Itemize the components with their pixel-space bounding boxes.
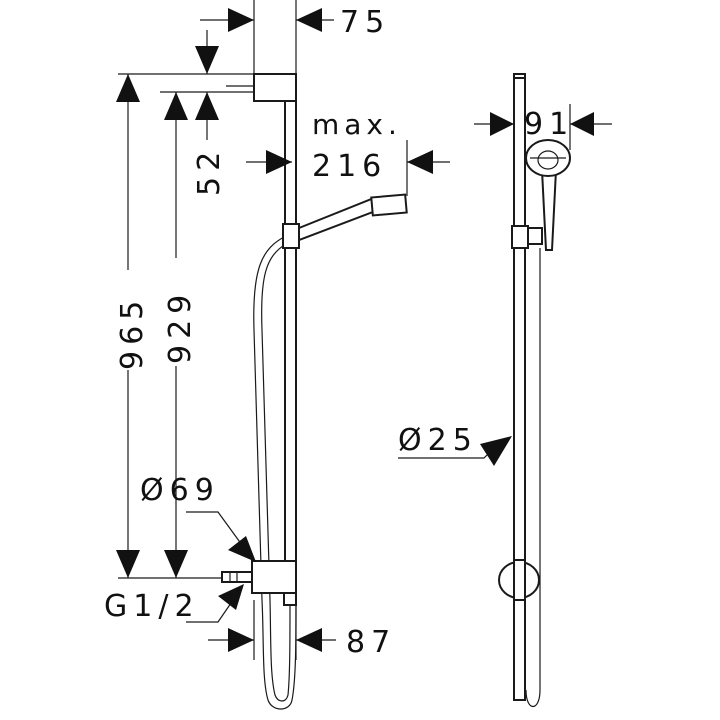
arrow [296,628,322,652]
arrow [116,550,140,578]
arrow [480,436,512,466]
rail-over-connector [513,559,526,601]
arrow [228,536,256,562]
hose-side [525,248,541,708]
slide-rail [284,99,297,601]
arrow [195,46,219,74]
arrow [195,92,219,120]
shower-head-face [537,150,559,170]
label-965: 965 [115,295,150,370]
shower-arm [298,196,380,242]
label-25: Ø25 [398,423,478,458]
lower-wall-connector [251,560,297,594]
label-g12: G1/2 [104,589,200,624]
arrow [164,550,188,578]
slide-rail-side [513,73,526,701]
arrow [228,8,254,32]
arrow [296,8,322,32]
dimension-lines [116,8,612,660]
arrow [228,628,254,652]
label-69: Ø69 [140,473,220,508]
arrow [570,112,594,136]
dimension-labels: 75 52 max. 216 965 929 Ø69 G1/2 87 91 Ø2… [104,5,574,660]
shower-hose-inner [261,243,291,702]
arrow [218,584,244,610]
arrow [490,112,514,136]
label-75: 75 [340,5,390,40]
slider-holder [527,227,543,245]
label-max: max. [312,108,402,141]
hand-shower-handle [540,169,558,251]
hand-shower [370,193,408,217]
label-87: 87 [346,625,396,660]
slider-side [511,225,529,249]
arrow [164,92,188,120]
side-view [498,73,571,708]
label-929: 929 [163,289,198,364]
label-91: 91 [524,107,574,142]
shower-hose [253,235,297,710]
slider [282,223,300,249]
label-216: 216 [312,149,387,184]
front-view [221,0,408,710]
arrow [266,150,292,174]
arrow [407,150,433,174]
rail-end-cap [283,592,297,606]
upper-wall-bracket [253,73,297,102]
label-52: 52 [192,146,227,196]
arrow [116,74,140,102]
